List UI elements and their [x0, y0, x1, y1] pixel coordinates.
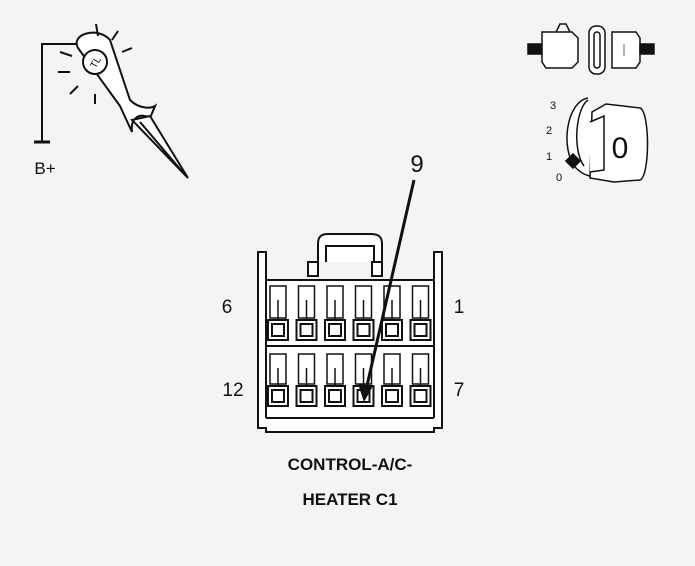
disconnected-connector-icon [527, 23, 655, 75]
test-pin-number: 9 [410, 151, 423, 178]
test-pin-arrow [358, 179, 416, 402]
connector-name-line2: HEATER C1 [302, 490, 398, 509]
test-light-probe-label: TL [89, 55, 105, 71]
pin-label-6: 6 [222, 297, 233, 318]
ignition-switch-icon [564, 97, 649, 183]
connector-cavities [267, 285, 432, 407]
ignition-position-3: 3 [550, 100, 556, 112]
cavity-10 [324, 353, 346, 407]
key-position-label: 0 [612, 132, 629, 165]
cavity-7 [409, 353, 432, 407]
cavity-6 [267, 285, 289, 341]
test-light-icon [34, 23, 189, 179]
cavity-12 [267, 353, 289, 407]
cavity-5 [295, 285, 318, 341]
supply-label: B+ [34, 159, 55, 178]
pin-label-7: 7 [454, 380, 465, 401]
ignition-position-1: 1 [546, 151, 552, 163]
connector-name-line1: CONTROL-A/C- [287, 455, 413, 474]
cavity-8 [381, 353, 403, 407]
ignition-position-2: 2 [546, 125, 552, 137]
pin-label-1: 1 [454, 297, 465, 318]
ignition-position-0: 0 [556, 172, 562, 184]
cavity-3 [352, 285, 375, 341]
cavity-4 [324, 285, 346, 341]
pin-label-12: 12 [222, 380, 243, 401]
cavity-11 [295, 353, 318, 407]
cavity-1 [409, 285, 432, 341]
